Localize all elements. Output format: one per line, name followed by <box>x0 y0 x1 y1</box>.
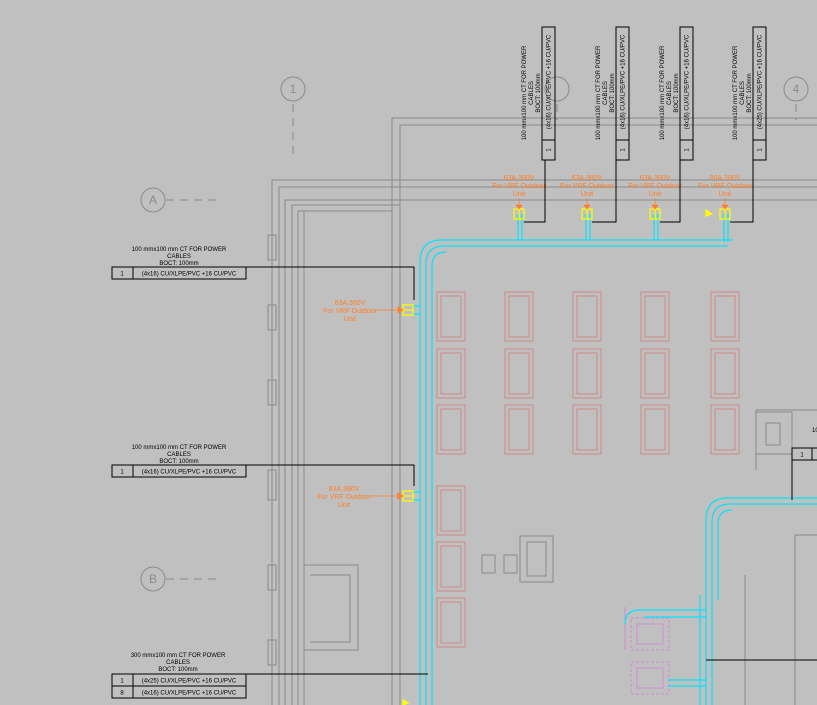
cable-note-right-partial-line1: 10 <box>812 428 817 434</box>
cable-note-v1-n: 1 <box>547 148 553 152</box>
cable-note-3-line3: BOCT: 100mm <box>158 667 197 673</box>
grid-label-col-1: 1 <box>290 82 297 96</box>
grid-label-row-a: A <box>149 193 157 207</box>
breaker-6-line2: For VRF Outdoor <box>317 494 371 501</box>
cable-note-right-partial: 10 1 <box>791 428 817 461</box>
breaker-label-5: 63A,380V For VRF Outdoor Unit <box>323 300 377 323</box>
breaker-symbols <box>402 208 731 705</box>
cable-note-v1-line1: 100 mmx100 mm CT FOR POWER <box>522 45 528 140</box>
cable-note-1-line2: CABLES <box>167 254 191 260</box>
cable-note-1-row-1-spec: (4x16) CU/XLPE/PVC +16 CU/PVC <box>142 272 237 278</box>
cable-note-v4-line1: 100 mmx100 mm CT FOR POWER <box>733 45 739 140</box>
breaker-4-rating: 80A,380V <box>710 175 741 182</box>
building-walls <box>267 117 817 705</box>
cable-note-v2-spec: (4x16) CU/XLPE/PVC +16 CU/PVC <box>621 34 627 129</box>
breaker-4-line3: Unit <box>719 191 732 198</box>
grid-bubble-col-1: 1 <box>280 76 306 102</box>
cable-note-v2-line1: 100 mmx100 mm CT FOR POWER <box>596 45 602 140</box>
breaker-3-line3: Unit <box>649 191 662 198</box>
cable-note-v3-line2: CABLES <box>667 81 673 105</box>
breaker-4-line2: For VRF Outdoor <box>698 183 752 190</box>
vrf-outdoor-units <box>436 291 740 648</box>
cable-note-v2-line2: CABLES <box>603 81 609 105</box>
cable-note-2-line3: BOCT: 100mm <box>159 459 198 465</box>
grid-bubble-row-b: B <box>140 566 166 592</box>
breaker-5-line3: Unit <box>344 316 357 323</box>
breaker-3-rating: 63A,380V <box>640 175 671 182</box>
breaker-1-line2: For VRF Outdoor <box>492 183 546 190</box>
breaker-2-line2: For VRF Outdoor <box>560 183 614 190</box>
cable-note-vertical-2: (4x16) CU/XLPE/PVC +16 CU/PVC 1 100 mmx1… <box>596 26 630 161</box>
cable-note-3-line1: 300 mmx100 mm CT FOR POWER <box>131 653 226 659</box>
breaker-2-line3: Unit <box>581 191 594 198</box>
breaker-3-line2: For VRF Outdoor <box>628 183 682 190</box>
cable-note-2-row-1-spec: (4x16) CU/XLPE/PVC +16 CU/PVC <box>142 470 237 476</box>
equipment-pads <box>481 411 793 583</box>
breaker-5-rating: 63A,380V <box>335 300 366 307</box>
breaker-labels: 63A,380V For VRF Outdoor Unit 63A,380V F… <box>317 175 752 509</box>
cable-note-1-line1: 100 mmx100 mm CT FOR POWER <box>132 247 227 253</box>
cable-note-1-row-1-n: 1 <box>120 272 124 278</box>
cable-note-v3-n: 1 <box>685 148 691 152</box>
cable-note-3-row-2-spec: (4x16) CU/XLPE/PVC +16 CU/PVC <box>142 691 237 697</box>
cable-note-2: 100 mmx100 mm CT FOR POWER CABLES BOCT: … <box>111 445 247 478</box>
breaker-2-rating: 63A,380V <box>572 175 603 182</box>
grid-bubble-col-3 <box>544 76 570 102</box>
cable-note-vertical-1: (4x16) CU/XLPE/PVC +16 CU/PVC 1 100 mmx1… <box>522 26 556 161</box>
breaker-label-4: 80A,380V For VRF Outdoor Unit <box>698 175 752 198</box>
cable-note-v3-spec: (4x16) CU/XLPE/PVC +16 CU/PVC <box>685 34 691 129</box>
cable-note-2-row-1-n: 1 <box>120 470 124 476</box>
cable-note-v4-line2: CABLES <box>740 81 746 105</box>
cable-note-3-row-1-spec: (4x25) CU/XLPE/PVC +16 CU/PVC <box>142 679 237 685</box>
cable-note-3-row-2-n: 8 <box>120 691 124 697</box>
cable-note-3-row-1-n: 1 <box>120 679 124 685</box>
grid-label-col-4: 4 <box>793 82 800 96</box>
cable-note-v4-spec: (4x25) CU/XLPE/PVC +16 CU/PVC <box>758 34 764 129</box>
breaker-5-line2: For VRF Outdoor <box>323 308 377 315</box>
cable-note-v2-n: 1 <box>621 148 627 152</box>
breaker-label-3: 63A,380V For VRF Outdoor Unit <box>628 175 682 198</box>
breaker-leaders <box>370 198 729 500</box>
cable-note-v3-line1: 100 mmx100 mm CT FOR POWER <box>660 45 666 140</box>
cable-note-1-line3: BOCT: 100mm <box>159 261 198 267</box>
grid-label-row-b: B <box>149 572 157 586</box>
breaker-label-1: 63A,380V For VRF Outdoor Unit <box>492 175 546 198</box>
breaker-label-6: 63A,380V For VRF Outdoor Unit <box>317 486 371 509</box>
grid-lines <box>166 104 797 580</box>
breaker-1-rating: 63A,380V <box>504 175 535 182</box>
cable-note-1: 100 mmx100 mm CT FOR POWER CABLES BOCT: … <box>111 247 247 280</box>
cable-note-v1-line2: CABLES <box>529 81 535 105</box>
cable-trays <box>412 214 817 705</box>
cable-note-vertical-4: (4x25) CU/XLPE/PVC +16 CU/PVC 1 100 mmx1… <box>733 26 767 161</box>
cable-note-vertical-3: (4x16) CU/XLPE/PVC +16 CU/PVC 1 100 mmx1… <box>660 26 694 161</box>
breaker-1-line3: Unit <box>513 191 526 198</box>
cable-note-v3-line3: BOCT: 100mm <box>674 73 680 112</box>
cable-note-3-line2: CABLES <box>166 660 190 666</box>
cable-note-v2-line3: BOCT: 100mm <box>610 73 616 112</box>
breaker-6-line3: Unit <box>338 502 351 509</box>
grid-bubble-col-4: 4 <box>783 76 809 102</box>
cable-note-right-partial-n: 1 <box>800 453 804 459</box>
cable-note-v4-n: 1 <box>758 148 764 152</box>
breaker-label-2: 63A,380V For VRF Outdoor Unit <box>560 175 614 198</box>
grid-bubble-row-a: A <box>140 187 166 213</box>
magenta-equipment <box>624 607 670 695</box>
cable-note-v1-line3: BOCT: 100mm <box>536 73 542 112</box>
cable-note-2-line1: 100 mmx100 mm CT FOR POWER <box>132 445 227 451</box>
cable-note-v1-spec: (4x16) CU/XLPE/PVC +16 CU/PVC <box>547 34 553 129</box>
cable-note-3: 300 mmx100 mm CT FOR POWER CABLES BOCT: … <box>111 653 247 699</box>
cable-note-v4-line3: BOCT: 100mm <box>747 73 753 112</box>
breaker-6-rating: 63A,380V <box>329 486 360 493</box>
cable-note-2-line2: CABLES <box>167 452 191 458</box>
cable-leader-lines <box>246 160 817 675</box>
